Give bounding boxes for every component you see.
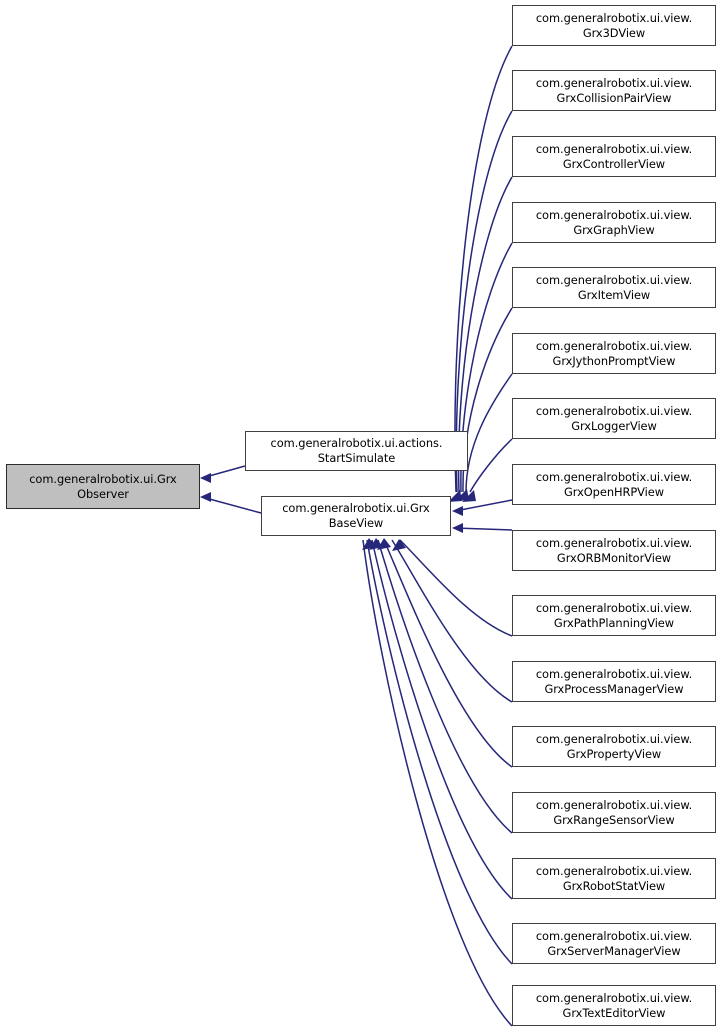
class-node-grx-process-manager-view[interactable]: com.generalrobotix.ui.view. GrxProcessMa… bbox=[512, 661, 716, 702]
class-node-label: com.generalrobotix.ui.view. GrxRobotStat… bbox=[535, 863, 693, 893]
edge-grx-jython-prompt-view-to-grx-base-view bbox=[465, 373, 513, 493]
class-node-grx-text-editor-view[interactable]: com.generalrobotix.ui.view. GrxTextEdito… bbox=[512, 985, 716, 1026]
inheritance-arrowhead bbox=[362, 538, 376, 550]
class-node-grx-orb-monitor-view[interactable]: com.generalrobotix.ui.view. GrxORBMonito… bbox=[512, 530, 716, 571]
edge-grx-graph-view-to-grx-base-view bbox=[460, 242, 513, 493]
class-node-grx-graph-view[interactable]: com.generalrobotix.ui.view. GrxGraphView bbox=[512, 202, 716, 243]
class-node-label: com.generalrobotix.ui.Grx Observer bbox=[29, 471, 177, 501]
edge-grx-range-sensor-view-to-grx-base-view bbox=[377, 539, 513, 834]
class-node-grx-item-view[interactable]: com.generalrobotix.ui.view. GrxItemView bbox=[512, 267, 716, 308]
class-node-grx-server-manager-view[interactable]: com.generalrobotix.ui.view. GrxServerMan… bbox=[512, 923, 716, 964]
class-node-grx-range-sensor-view[interactable]: com.generalrobotix.ui.view. GrxRangeSens… bbox=[512, 792, 716, 833]
class-node-label: com.generalrobotix.ui.view. GrxCollision… bbox=[535, 75, 693, 105]
edge-grx-base-view-to-grx-observer bbox=[201, 496, 262, 514]
inheritance-arrowhead bbox=[200, 472, 211, 484]
class-node-grx-robot-stat-view[interactable]: com.generalrobotix.ui.view. GrxRobotStat… bbox=[512, 858, 716, 899]
class-node-label: com.generalrobotix.ui.view. Grx3DView bbox=[535, 10, 693, 40]
edge-grx-logger-view-to-grx-base-view bbox=[469, 438, 513, 493]
class-node-grx-collision-pair-view[interactable]: com.generalrobotix.ui.view. GrxCollision… bbox=[512, 70, 716, 111]
inheritance-arrowhead bbox=[455, 489, 469, 501]
class-node-label: com.generalrobotix.ui.view. GrxPathPlann… bbox=[535, 600, 693, 630]
class-node-label: com.generalrobotix.ui.Grx BaseView bbox=[282, 501, 430, 530]
class-node-label: com.generalrobotix.ui.actions. StartSimu… bbox=[270, 436, 443, 465]
class-node-grx-3d-view[interactable]: com.generalrobotix.ui.view. Grx3DView bbox=[512, 5, 716, 46]
class-node-label: com.generalrobotix.ui.view. GrxProcessMa… bbox=[535, 666, 693, 696]
inheritance-arrowhead bbox=[377, 538, 391, 550]
class-node-label: com.generalrobotix.ui.view. GrxItemView bbox=[535, 272, 693, 302]
class-node-label: com.generalrobotix.ui.view. GrxRangeSens… bbox=[535, 797, 693, 827]
class-node-label: com.generalrobotix.ui.view. GrxORBMonito… bbox=[535, 535, 693, 565]
class-node-label: com.generalrobotix.ui.view. GrxJythonPro… bbox=[535, 338, 693, 368]
class-node-grx-jython-prompt-view[interactable]: com.generalrobotix.ui.view. GrxJythonPro… bbox=[512, 333, 716, 374]
edge-start-simulate-to-grx-observer bbox=[201, 465, 246, 479]
inheritance-arrowhead bbox=[452, 505, 463, 517]
edge-grx-item-view-to-grx-base-view bbox=[462, 307, 513, 493]
inheritance-arrowhead bbox=[462, 490, 476, 502]
inheritance-arrowhead bbox=[200, 491, 211, 503]
edge-grx-path-planning-view-to-grx-base-view bbox=[399, 539, 513, 637]
class-node-label: com.generalrobotix.ui.view. GrxOpenHRPVi… bbox=[535, 469, 693, 499]
edge-grx-property-view-to-grx-base-view bbox=[383, 539, 513, 768]
edge-grx-process-manager-view-to-grx-base-view bbox=[391, 539, 513, 703]
class-node-start-simulate[interactable]: com.generalrobotix.ui.actions. StartSimu… bbox=[245, 431, 468, 471]
class-node-grx-observer[interactable]: com.generalrobotix.ui.Grx Observer bbox=[6, 464, 200, 509]
edge-grx-3d-view-to-grx-base-view bbox=[454, 45, 513, 493]
class-node-label: com.generalrobotix.ui.view. GrxLoggerVie… bbox=[535, 403, 693, 433]
edge-grx-server-manager-view-to-grx-base-view bbox=[366, 539, 513, 965]
class-node-label: com.generalrobotix.ui.view. GrxGraphView bbox=[535, 207, 693, 237]
class-node-grx-base-view[interactable]: com.generalrobotix.ui.Grx BaseView bbox=[261, 496, 451, 536]
class-node-grx-logger-view[interactable]: com.generalrobotix.ui.view. GrxLoggerVie… bbox=[512, 398, 716, 439]
class-node-grx-open-hrp-view[interactable]: com.generalrobotix.ui.view. GrxOpenHRPVi… bbox=[512, 464, 716, 505]
class-node-label: com.generalrobotix.ui.view. GrxServerMan… bbox=[535, 928, 693, 958]
edge-grx-robot-stat-view-to-grx-base-view bbox=[371, 539, 513, 900]
class-node-label: com.generalrobotix.ui.view. GrxPropertyV… bbox=[535, 731, 693, 761]
inheritance-arrowhead bbox=[369, 538, 383, 550]
class-node-grx-property-view[interactable]: com.generalrobotix.ui.view. GrxPropertyV… bbox=[512, 726, 716, 767]
class-node-label: com.generalrobotix.ui.view. GrxControlle… bbox=[535, 141, 693, 171]
edge-grx-open-hrp-view-to-grx-base-view bbox=[454, 499, 513, 512]
class-node-grx-path-planning-view[interactable]: com.generalrobotix.ui.view. GrxPathPlann… bbox=[512, 595, 716, 636]
edge-grx-text-editor-view-to-grx-base-view bbox=[362, 539, 513, 1027]
class-node-label: com.generalrobotix.ui.view. GrxTextEdito… bbox=[535, 990, 693, 1020]
edge-grx-orb-monitor-view-to-grx-base-view bbox=[454, 527, 513, 531]
inheritance-arrowhead bbox=[392, 539, 406, 551]
class-node-grx-controller-view[interactable]: com.generalrobotix.ui.view. GrxControlle… bbox=[512, 136, 716, 177]
inheritance-arrowhead bbox=[452, 522, 463, 534]
